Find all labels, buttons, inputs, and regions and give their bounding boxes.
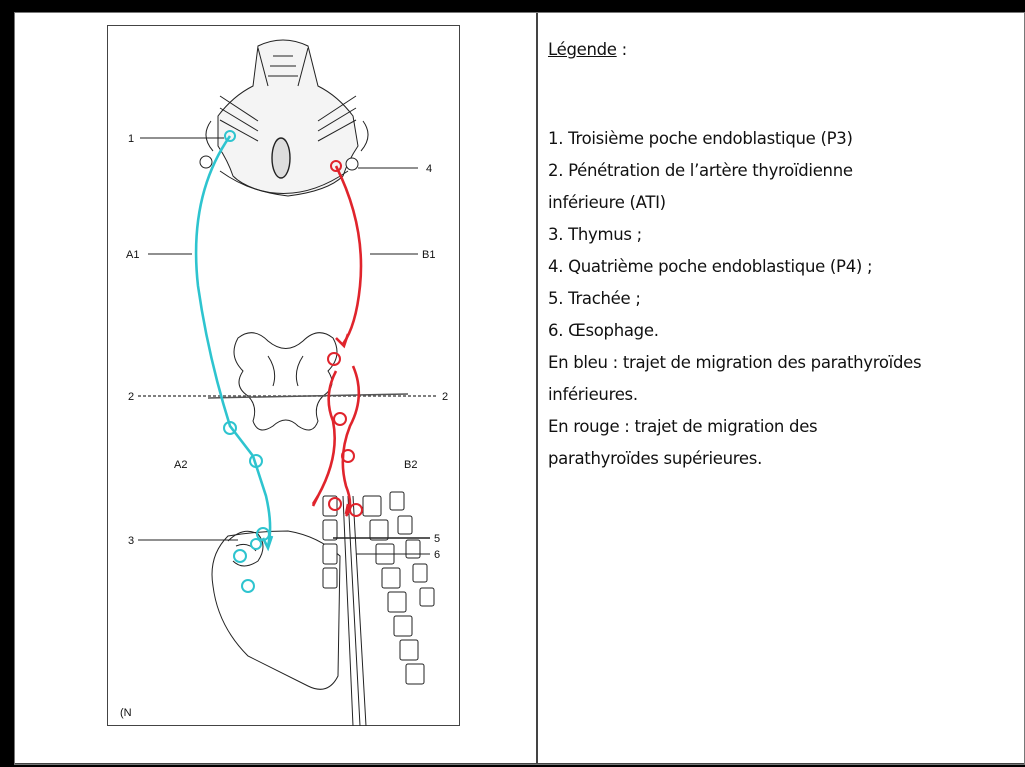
label-2-right: 2 bbox=[442, 391, 448, 403]
legend-line: 3. Thymus ; bbox=[548, 219, 1018, 251]
legend-heading: Légende : bbox=[548, 35, 1018, 65]
label-b2: B2 bbox=[404, 459, 417, 471]
label-3: 3 bbox=[128, 535, 134, 547]
label-6: 6 bbox=[434, 549, 440, 561]
legend-title-suffix: : bbox=[617, 40, 627, 59]
label-b1: B1 bbox=[422, 249, 435, 261]
inferior-parathyroid-path bbox=[196, 131, 272, 592]
anatomy-diagram: 1 4 A1 B1 2 2 A2 B2 3 5 6 (N bbox=[108, 26, 461, 727]
legend-panel: Légende : 1. Troisième poche endoblastiq… bbox=[548, 35, 1018, 475]
anatomy-figure: 1 4 A1 B1 2 2 A2 B2 3 5 6 (N bbox=[107, 25, 460, 726]
legend-line: 4. Quatrième poche endoblastique (P4) ; bbox=[548, 251, 1018, 283]
signature-mark: (N bbox=[120, 707, 132, 719]
thyroid-drawing bbox=[234, 333, 337, 430]
superior-parathyroid-path bbox=[313, 161, 362, 516]
legend-line: 2. Pénétration de l’artère thyroïdienne bbox=[548, 155, 1018, 187]
legend-line: 6. Œsophage. bbox=[548, 315, 1018, 347]
legend-title: Légende bbox=[548, 40, 617, 59]
label-1: 1 bbox=[128, 133, 134, 145]
label-a2: A2 bbox=[174, 459, 187, 471]
legend-line: parathyroïdes supérieures. bbox=[548, 443, 1018, 475]
thymus-drawing bbox=[212, 531, 340, 689]
legend-line: inférieure (ATI) bbox=[548, 187, 1018, 219]
column-divider bbox=[536, 13, 538, 764]
ati-line bbox=[138, 394, 438, 398]
legend-line: En rouge : trajet de migration des bbox=[548, 411, 1018, 443]
table-bottom-rule bbox=[15, 763, 1024, 764]
legend-line: 5. Trachée ; bbox=[548, 283, 1018, 315]
label-a1: A1 bbox=[126, 249, 139, 261]
label-2-left: 2 bbox=[128, 391, 134, 403]
pharynx-drawing bbox=[200, 40, 368, 196]
legend-line: En bleu : trajet de migration des parath… bbox=[548, 347, 1018, 379]
label-4: 4 bbox=[426, 163, 432, 175]
table-frame: 1 4 A1 B1 2 2 A2 B2 3 5 6 (N Légende : 1… bbox=[14, 12, 1025, 765]
spine-drawing bbox=[323, 492, 434, 726]
legend-line: 1. Troisième poche endoblastique (P3) bbox=[548, 123, 1018, 155]
leader-lines bbox=[138, 138, 430, 554]
legend-lines: 1. Troisième poche endoblastique (P3)2. … bbox=[548, 123, 1018, 475]
legend-line: inférieures. bbox=[548, 379, 1018, 411]
label-5: 5 bbox=[434, 533, 440, 545]
